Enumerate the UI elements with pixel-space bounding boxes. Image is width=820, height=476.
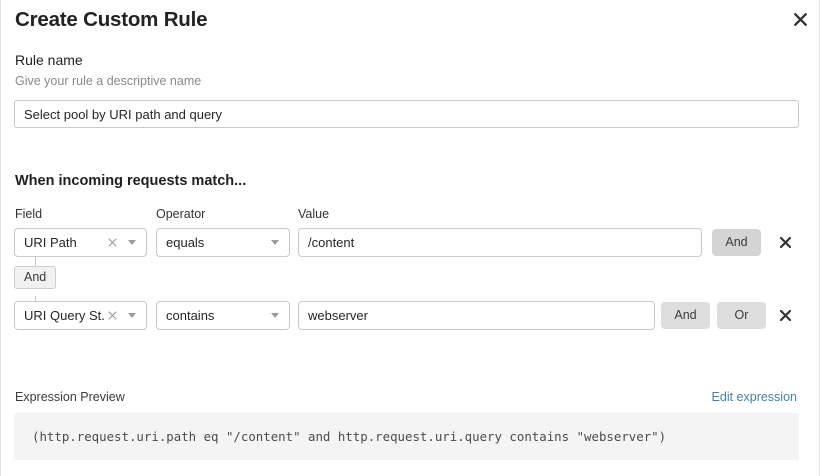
value-input-row-1[interactable]	[298, 228, 702, 257]
clear-x-icon[interactable]	[105, 236, 119, 250]
field-select-value: URI Query St...	[24, 308, 105, 323]
and-button-row-1[interactable]: And	[712, 229, 761, 256]
connector-and-badge[interactable]: And	[14, 266, 57, 289]
dialog-header: Create Custom Rule	[1, 0, 820, 46]
connector-line-top	[35, 257, 36, 266]
remove-condition-row-2[interactable]	[772, 301, 798, 329]
condition-row: URI Path equals And	[1, 228, 820, 258]
chevron-down-icon[interactable]	[123, 302, 141, 329]
field-select-value: URI Path	[24, 235, 77, 250]
rule-name-hint: Give your rule a descriptive name	[15, 74, 202, 88]
chevron-down-icon[interactable]	[266, 229, 284, 256]
chevron-down-icon[interactable]	[123, 229, 141, 256]
expression-preview-text: (http.request.uri.path eq "/content" and…	[32, 429, 667, 444]
edit-expression-link[interactable]: Edit expression	[711, 390, 797, 404]
connector-line-bottom	[35, 296, 36, 304]
operator-select-row-1[interactable]: equals	[156, 228, 290, 257]
operator-select-value: equals	[166, 235, 205, 250]
match-section-heading: When incoming requests match...	[15, 173, 247, 189]
clear-x-icon[interactable]	[105, 309, 119, 323]
operator-select-row-2[interactable]: contains	[156, 301, 290, 330]
expression-preview-box: (http.request.uri.path eq "/content" and…	[14, 413, 799, 460]
column-header-value: Value	[298, 207, 330, 221]
condition-row: URI Query St... contains And Or	[1, 301, 820, 331]
column-header-operator: Operator	[156, 207, 206, 221]
rule-name-input[interactable]	[14, 100, 799, 128]
column-header-field: Field	[15, 207, 43, 221]
and-button-row-2[interactable]: And	[661, 302, 710, 329]
field-select-row-2[interactable]: URI Query St...	[14, 301, 147, 330]
row-connector: And	[14, 257, 114, 305]
operator-select-value: contains	[166, 308, 215, 323]
close-icon[interactable]	[787, 6, 813, 32]
chevron-down-icon[interactable]	[266, 302, 284, 329]
field-select-row-1[interactable]: URI Path	[14, 228, 147, 257]
or-button-row-2[interactable]: Or	[717, 302, 766, 329]
value-input-row-2[interactable]	[298, 301, 655, 330]
remove-condition-row-1[interactable]	[772, 228, 798, 256]
rule-name-label: Rule name	[15, 52, 83, 68]
expression-preview-label: Expression Preview	[15, 390, 125, 404]
page-title: Create Custom Rule	[15, 8, 208, 31]
